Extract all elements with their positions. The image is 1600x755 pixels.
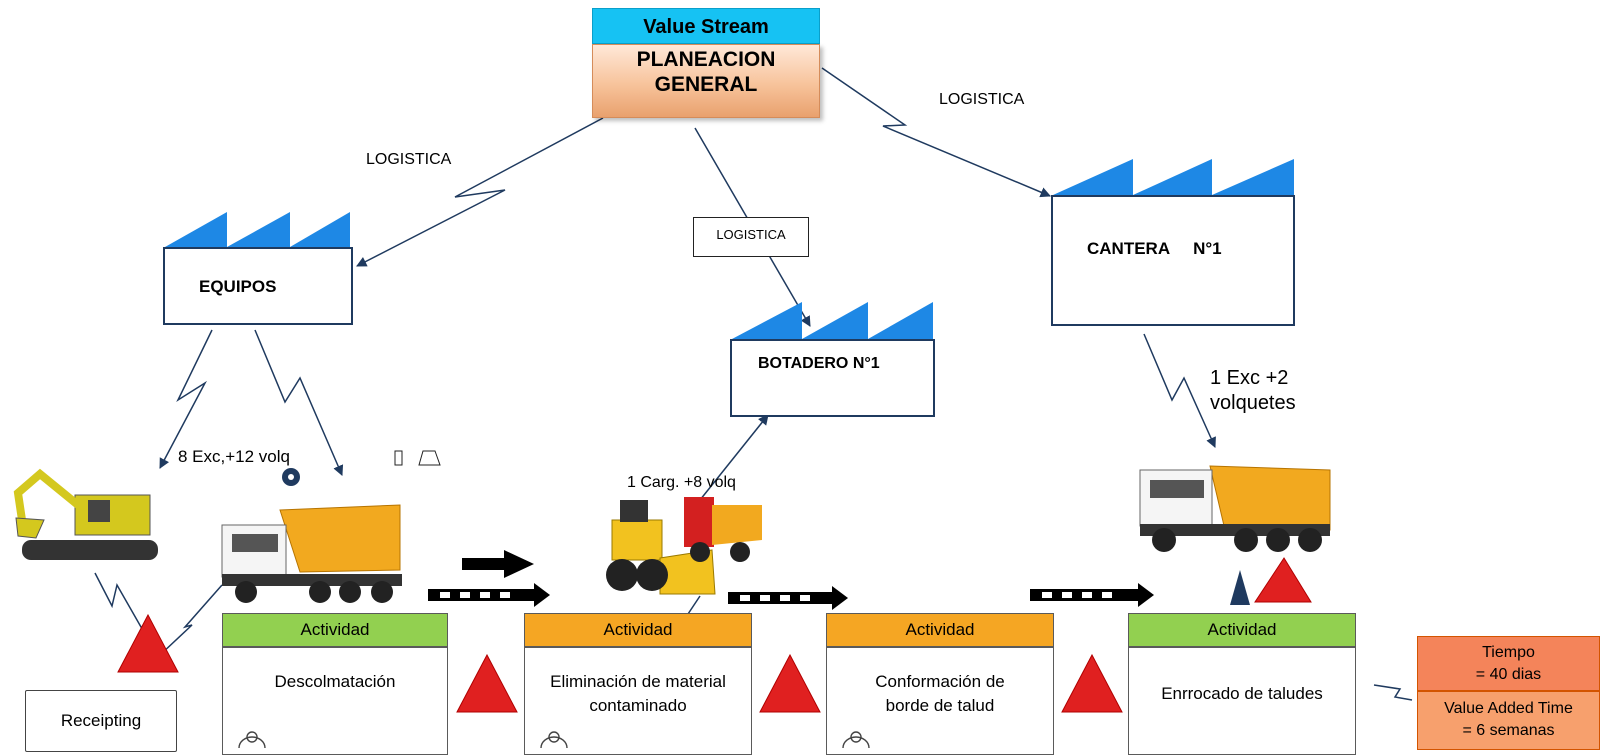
lightning-arrow-icon	[159, 329, 213, 469]
activity-3-desc: Conformación de borde de talud	[875, 672, 1005, 715]
dump-truck-icon	[684, 497, 762, 562]
operator-icon	[238, 731, 266, 749]
logistics-label-equipos: LOGISTICA	[366, 151, 452, 168]
push-arrow-icon	[428, 550, 550, 607]
value-stream-header: Value Stream	[592, 8, 820, 44]
resource-cantera: 1 Exc +2 volquetes	[1210, 367, 1296, 414]
value-stream-title: PLANEACION GENERAL	[592, 44, 820, 118]
plant-cantera: CANTERA N°1	[1051, 195, 1295, 326]
activity-4-desc: Enrrocado de taludes	[1161, 684, 1323, 703]
plant-cantera-label: CANTERA N°1	[1087, 239, 1222, 258]
lightning-arrow-icon	[254, 329, 344, 476]
lightning-arrow-icon	[356, 117, 604, 267]
activity-1-header: Actividad	[222, 613, 448, 647]
resource-equipos: 8 Exc,+12 volq	[178, 447, 290, 466]
timeline-value-added-time: Value Added Time = 6 semanas	[1417, 691, 1600, 750]
plant-botadero-label: BOTADERO N°1	[758, 355, 880, 372]
factory-icon	[1053, 159, 1294, 195]
operator-icon	[540, 731, 568, 749]
activity-2-header: Actividad	[524, 613, 752, 647]
push-arrow-icon	[728, 586, 848, 610]
logistics-label-cantera: LOGISTICA	[939, 91, 1025, 108]
plant-equipos: EQUIPOS	[163, 247, 353, 325]
activity-2-desc: Eliminación de material contaminado	[550, 672, 726, 715]
activity-2-box: Eliminación de material contaminado	[524, 647, 752, 755]
receipting-box: Receipting	[25, 690, 177, 752]
inventory-triangle-icon	[117, 557, 1312, 713]
activity-3-header: Actividad	[826, 613, 1054, 647]
factory-icon	[165, 212, 350, 247]
operator-icon	[842, 731, 870, 749]
resource-botadero: 1 Carg. +8 volq	[627, 474, 736, 491]
activity-1-box: Descolmatación	[222, 647, 448, 755]
dump-truck-icon	[221, 504, 402, 603]
logistics-label-botadero: LOGISTICA	[693, 217, 809, 257]
excavator-icon	[13, 468, 158, 560]
activity-1-desc: Descolmatación	[274, 672, 396, 691]
flow-arrow	[699, 414, 769, 501]
dump-truck-icon	[1139, 465, 1331, 552]
lightning-arrow-icon	[1143, 333, 1216, 448]
plant-botadero: BOTADERO N°1	[730, 339, 935, 417]
lightning-arrow-icon	[821, 67, 1051, 198]
activity-3-box: Conformación de borde de talud	[826, 647, 1054, 755]
plant-equipos-label: EQUIPOS	[199, 277, 277, 296]
activity-4-header: Actividad	[1128, 613, 1356, 647]
timeline-total-time: Tiempo = 40 dias	[1417, 636, 1600, 691]
activity-4-box: Enrrocado de taludes	[1128, 647, 1356, 755]
wheel-loader-icon	[606, 500, 716, 595]
push-arrow-icon	[1030, 583, 1154, 607]
factory-icon	[732, 302, 933, 339]
